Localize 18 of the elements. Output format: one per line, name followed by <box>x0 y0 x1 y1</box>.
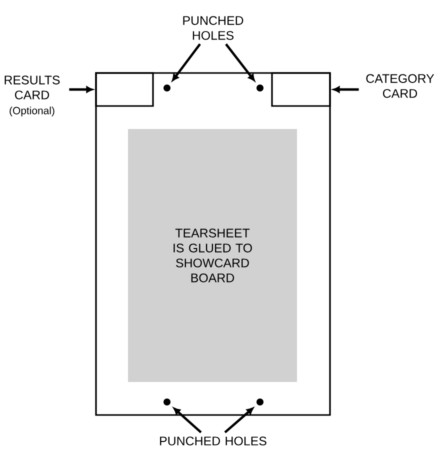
arrow <box>333 86 359 93</box>
arrow <box>172 43 201 81</box>
punched-hole <box>256 84 264 92</box>
arrow <box>225 43 255 82</box>
arrow <box>224 408 254 434</box>
callout-label: PUNCHED HOLES <box>183 16 244 40</box>
arrow <box>173 408 202 434</box>
showcard-board <box>95 72 331 416</box>
card-slot <box>95 72 154 107</box>
arrow <box>69 86 93 93</box>
callout-label: PUNCHED HOLES <box>160 436 266 446</box>
punched-hole <box>164 398 170 406</box>
callout-label: CATEGORY CARD <box>366 74 434 98</box>
tearsheet: TEARSHEET IS GLUED TO SHOWCARD BOARD <box>128 129 297 382</box>
punched-hole <box>256 398 264 406</box>
card-slot <box>271 72 331 107</box>
punched-hole <box>164 84 170 92</box>
callout-label: RESULTS CARD (Optional) <box>4 76 60 116</box>
